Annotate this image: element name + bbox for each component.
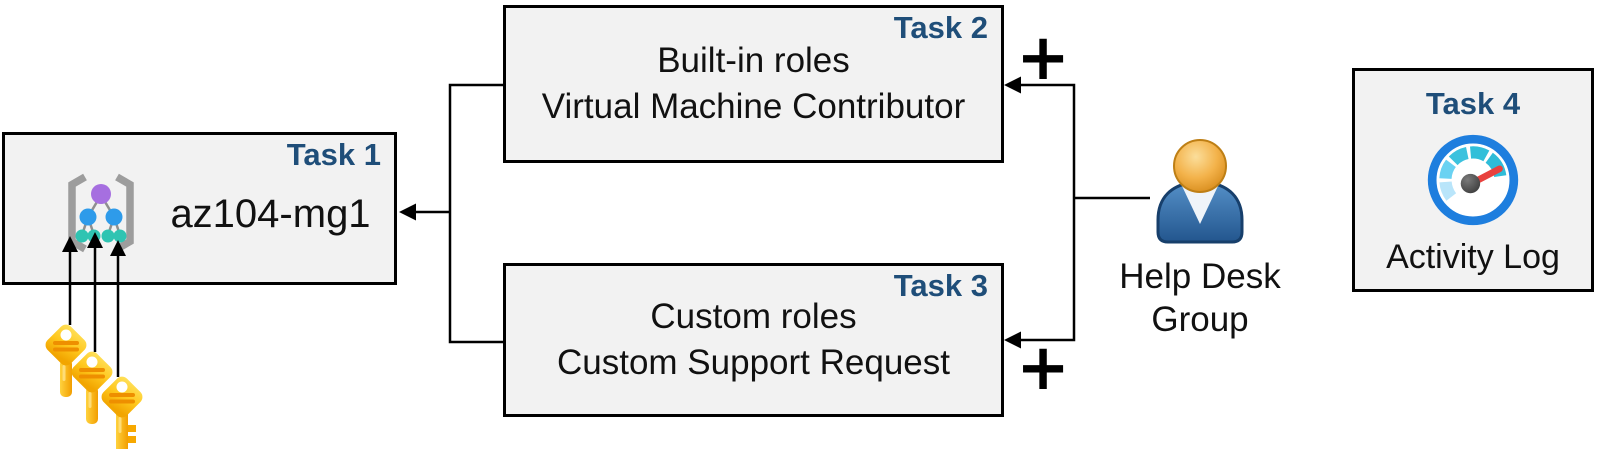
keys-icon [42,321,146,449]
task2-line2: Virtual Machine Contributor [541,87,966,126]
user-collar [1182,186,1218,224]
arrowhead-into-task1 [399,203,416,221]
task4-label: Task 4 [1425,86,1521,121]
user-head [1173,139,1227,193]
task3-box: Task 3 Custom roles Custom Support Reque… [503,263,1004,417]
help-desk-label-line1: Help Desk [1119,257,1281,296]
task3-line2: Custom Support Request [557,343,950,382]
task1-label: Task 1 [286,137,381,172]
task2-line1: Built-in roles [657,41,850,80]
management-group-name: az104-mg1 [170,192,371,236]
help-desk-label-line2: Group [1151,300,1249,339]
user-icon [1156,139,1244,244]
help-desk-group: Help Desk Group [1105,138,1295,341]
plus-icon-top: + [1016,21,1070,95]
task1-box: Task 1 [2,132,397,285]
task3-label: Task 3 [893,268,988,303]
key-tooth [128,425,136,432]
task4-caption: Activity Log [1386,238,1560,276]
arrow-connector [448,83,503,344]
arrow-connector [1019,83,1076,342]
task3-line1: Custom roles [650,297,857,336]
task4-box: Task 4 [1352,68,1594,292]
activity-log-gauge-icon [1424,131,1522,229]
management-group-icon [55,167,147,259]
task2-box: Task 2 Built-in roles Virtual Machine Co… [503,5,1004,163]
key-tooth [128,436,136,443]
task2-label: Task 2 [893,10,988,45]
plus-icon-bottom: + [1016,331,1070,405]
